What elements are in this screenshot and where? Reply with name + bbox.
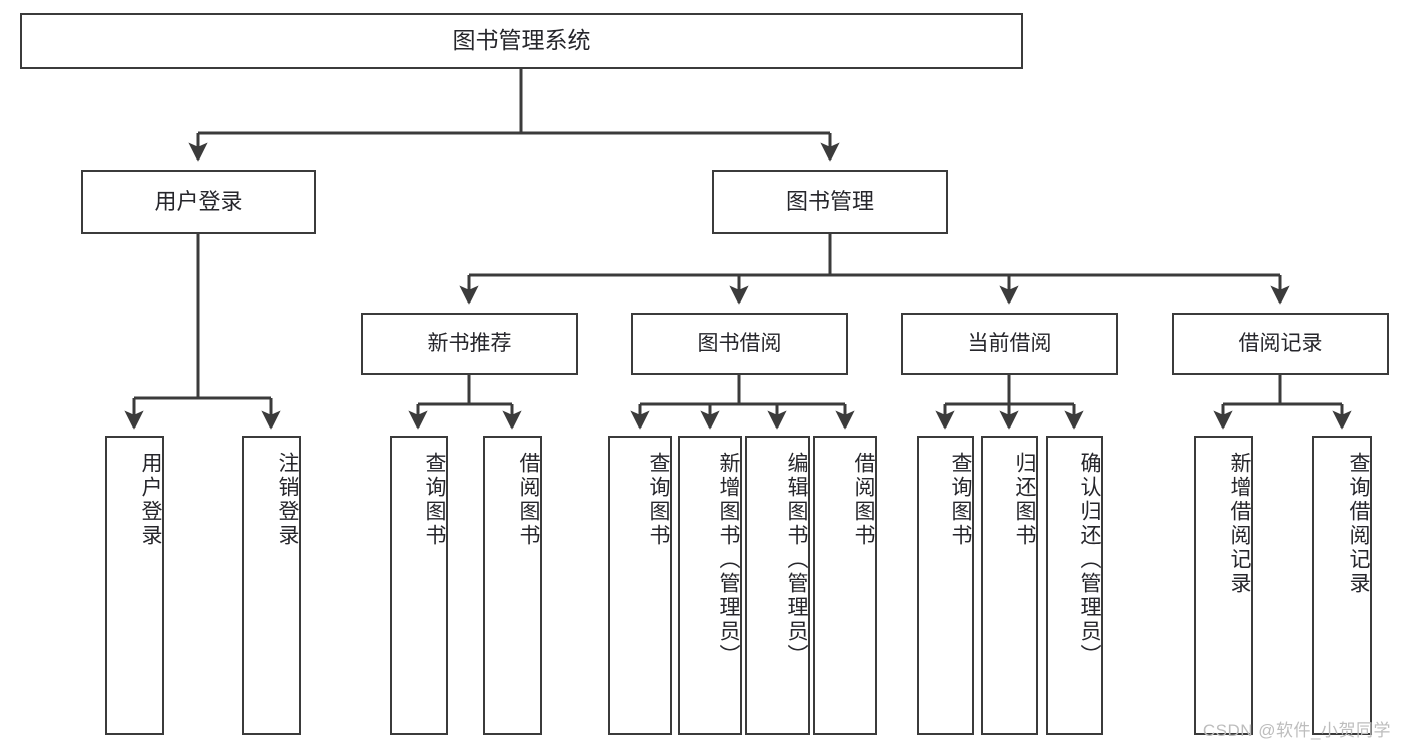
node-new-book-recommend-label: 新书推荐 xyxy=(427,331,512,355)
node-root[interactable]: 图书管理系统 xyxy=(20,13,1023,69)
node-root-label: 图书管理系统 xyxy=(452,27,591,54)
node-book-borrow-label: 图书借阅 xyxy=(697,331,782,355)
node-new-book-recommend[interactable]: 新书推荐 xyxy=(361,313,578,375)
node-borrow-record[interactable]: 借阅记录 xyxy=(1172,313,1389,375)
node-user-login-label: 用户登录 xyxy=(154,189,243,215)
leaf-query-borrow-record[interactable]: 查询借阅记录 xyxy=(1312,436,1372,735)
leaf-query-book-recommend[interactable]: 查询图书 xyxy=(390,436,448,735)
leaf-return-book-label: 归还图书 xyxy=(1013,452,1036,548)
node-current-borrow[interactable]: 当前借阅 xyxy=(901,313,1118,375)
leaf-borrow-book[interactable]: 借阅图书 xyxy=(813,436,877,735)
leaf-user-login[interactable]: 用户登录 xyxy=(105,436,164,735)
leaf-query-book-current[interactable]: 查询图书 xyxy=(917,436,974,735)
node-book-borrow[interactable]: 图书借阅 xyxy=(631,313,848,375)
leaf-add-book-admin-label: 新增图书（管理员） xyxy=(717,452,740,668)
node-current-borrow-label: 当前借阅 xyxy=(967,331,1052,355)
leaf-add-book-admin[interactable]: 新增图书（管理员） xyxy=(678,436,742,735)
leaf-return-book[interactable]: 归还图书 xyxy=(981,436,1038,735)
node-book-management-label: 图书管理 xyxy=(785,189,874,215)
leaf-logout[interactable]: 注销登录 xyxy=(242,436,301,735)
leaf-edit-book-admin-label: 编辑图书（管理员） xyxy=(785,452,808,668)
node-user-login[interactable]: 用户登录 xyxy=(81,170,316,234)
leaf-add-borrow-record-label: 新增借阅记录 xyxy=(1228,452,1251,596)
leaf-query-book-recommend-label: 查询图书 xyxy=(423,452,446,548)
leaf-edit-book-admin[interactable]: 编辑图书（管理员） xyxy=(745,436,810,735)
leaf-borrow-book-recommend-label: 借阅图书 xyxy=(517,452,540,548)
watermark-text: CSDN @软件_小贺同学 xyxy=(1202,721,1391,740)
leaf-logout-label: 注销登录 xyxy=(276,452,299,548)
leaf-user-login-label: 用户登录 xyxy=(139,452,162,548)
leaf-borrow-book-recommend[interactable]: 借阅图书 xyxy=(483,436,542,735)
leaf-query-borrow-record-label: 查询借阅记录 xyxy=(1347,452,1370,596)
node-borrow-record-label: 借阅记录 xyxy=(1238,331,1323,355)
leaf-query-book-current-label: 查询图书 xyxy=(949,452,972,548)
leaf-borrow-book-label: 借阅图书 xyxy=(852,452,875,548)
leaf-add-borrow-record[interactable]: 新增借阅记录 xyxy=(1194,436,1253,735)
leaf-query-book-borrow-label: 查询图书 xyxy=(647,452,670,548)
leaf-query-book-borrow[interactable]: 查询图书 xyxy=(608,436,672,735)
leaf-confirm-return-admin[interactable]: 确认归还（管理员） xyxy=(1046,436,1103,735)
leaf-confirm-return-admin-label: 确认归还（管理员） xyxy=(1078,452,1101,668)
node-book-management[interactable]: 图书管理 xyxy=(712,170,948,234)
